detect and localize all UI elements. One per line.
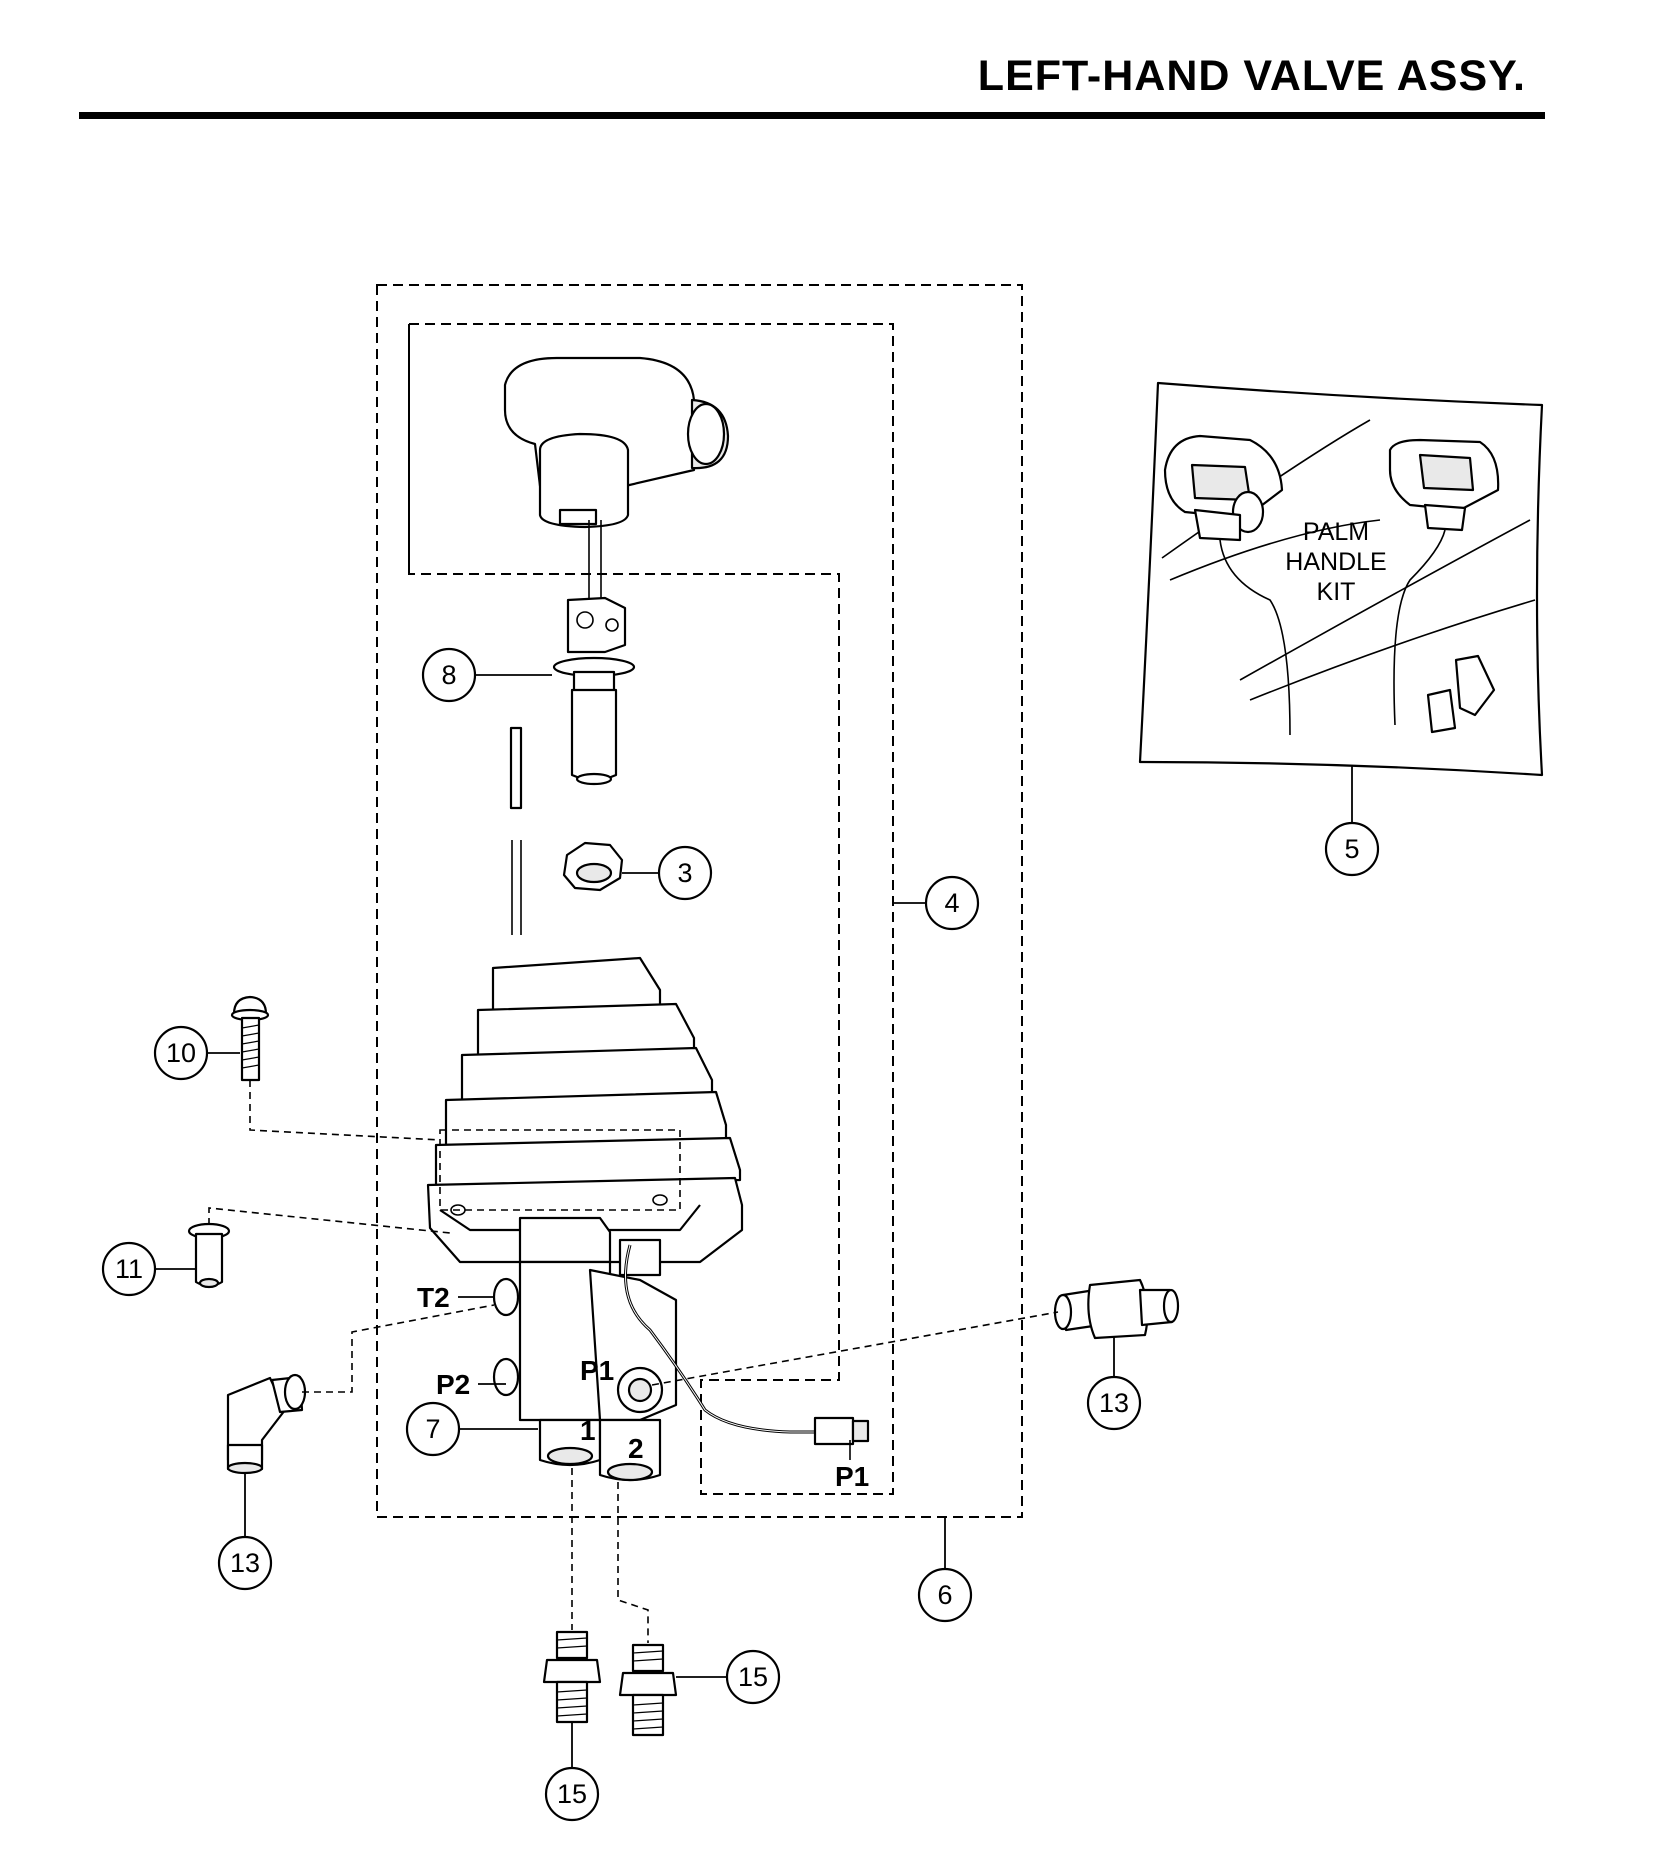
assembly-box-4 bbox=[408, 323, 894, 1495]
svg-text:15: 15 bbox=[738, 1662, 768, 1692]
kit-label-line1: PALM bbox=[1303, 518, 1369, 546]
callout-15-bottom: 15 bbox=[544, 1766, 600, 1822]
kit-label-line3: KIT bbox=[1317, 578, 1356, 606]
callout-3: 3 bbox=[657, 845, 713, 901]
part-13-straight-fitting bbox=[1053, 1278, 1180, 1340]
svg-text:8: 8 bbox=[441, 660, 456, 690]
part-10-bolt bbox=[230, 995, 270, 1082]
svg-text:13: 13 bbox=[230, 1548, 260, 1578]
assembly-guide-lines bbox=[208, 1080, 1059, 1643]
palm-handle-kit-panel: PALM HANDLE KIT bbox=[1138, 381, 1544, 777]
palm-handle bbox=[503, 356, 730, 598]
callout-6: 6 bbox=[917, 1567, 973, 1623]
svg-text:10: 10 bbox=[166, 1038, 196, 1068]
port-label-p1: P1 bbox=[580, 1355, 614, 1386]
leader-lines bbox=[155, 674, 1353, 1768]
svg-text:11: 11 bbox=[115, 1254, 143, 1284]
valve-body bbox=[492, 1216, 820, 1482]
part-3-hex-nut bbox=[562, 841, 624, 892]
callout-11: 11 bbox=[101, 1241, 157, 1297]
callout-10: 10 bbox=[153, 1025, 209, 1081]
callout-13-right: 13 bbox=[1086, 1375, 1142, 1431]
part-8-plunger bbox=[552, 596, 636, 786]
connector-label-p1: P1 bbox=[835, 1461, 869, 1492]
callout-7: 7 bbox=[405, 1401, 461, 1457]
assembly-box-6 bbox=[376, 284, 1023, 1518]
title-rule bbox=[79, 112, 1545, 119]
svg-text:6: 6 bbox=[937, 1580, 952, 1610]
svg-text:3: 3 bbox=[677, 858, 692, 888]
svg-text:13: 13 bbox=[1099, 1388, 1129, 1418]
port-label-1: 1 bbox=[580, 1415, 596, 1446]
callout-15-right: 15 bbox=[725, 1649, 781, 1705]
svg-text:4: 4 bbox=[944, 888, 959, 918]
svg-text:7: 7 bbox=[425, 1414, 440, 1444]
port-label-p2: P2 bbox=[436, 1369, 470, 1400]
pin-rod bbox=[509, 726, 523, 935]
svg-text:15: 15 bbox=[557, 1779, 587, 1809]
page-title: LEFT-HAND VALVE ASSY. bbox=[977, 52, 1526, 100]
callout-8: 8 bbox=[421, 647, 477, 703]
callout-4: 4 bbox=[924, 875, 980, 931]
callout-5: 5 bbox=[1324, 821, 1380, 877]
part-13-elbow-fitting bbox=[226, 1373, 307, 1475]
port-label-t2: T2 bbox=[417, 1282, 450, 1313]
port-label-2: 2 bbox=[628, 1433, 644, 1464]
kit-label-line2: HANDLE bbox=[1285, 548, 1386, 576]
callout-13-left: 13 bbox=[217, 1535, 273, 1591]
part-11-bushing bbox=[187, 1222, 231, 1289]
part-15-nipple-right bbox=[618, 1643, 678, 1737]
svg-text:5: 5 bbox=[1344, 834, 1359, 864]
wire-connector-p1 bbox=[813, 1416, 870, 1460]
part-15-nipple-left bbox=[542, 1630, 602, 1724]
valve-boot bbox=[426, 956, 744, 1264]
